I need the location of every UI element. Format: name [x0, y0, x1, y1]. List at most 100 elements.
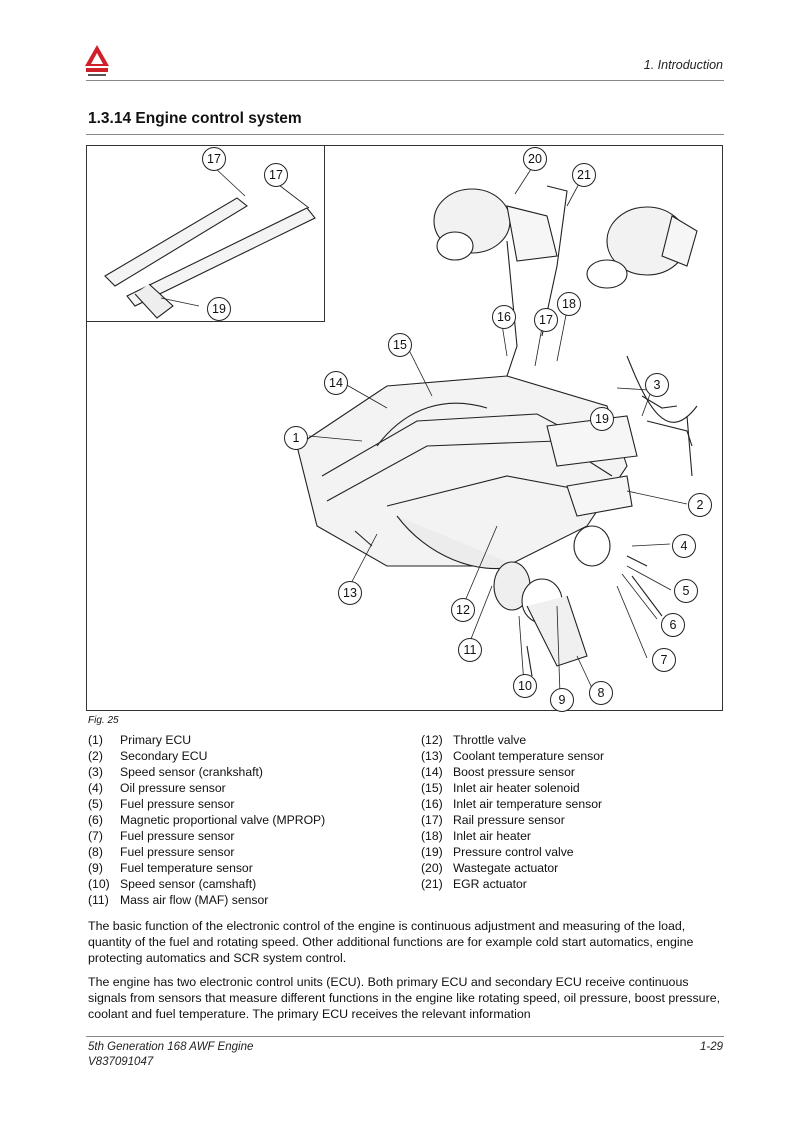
legend-number: (4) [88, 781, 103, 795]
callout-8: 8 [589, 681, 613, 705]
legend-label: Wastegate actuator [453, 861, 559, 875]
legend-label: Primary ECU [120, 733, 192, 747]
fuel-rail-inset [87, 146, 325, 322]
legend-number: (7) [88, 829, 103, 843]
legend-number: (9) [88, 861, 103, 875]
legend-item: (19) Pressure control valve [421, 844, 604, 860]
callout-10: 10 [513, 674, 537, 698]
legend-item: (2) Secondary ECU [88, 748, 325, 764]
legend-number: (6) [88, 813, 103, 827]
legend-label: Secondary ECU [120, 749, 208, 763]
heading-rule [86, 134, 724, 135]
footer-rule [86, 1036, 724, 1037]
callout-3: 3 [645, 373, 669, 397]
callout-20: 20 [523, 147, 547, 171]
legend-item: (3) Speed sensor (crankshaft) [88, 764, 325, 780]
legend-label: Inlet air temperature sensor [453, 797, 603, 811]
legend-item: (1) Primary ECU [88, 732, 325, 748]
legend-number: (5) [88, 797, 103, 811]
legend-label: Throttle valve [453, 733, 527, 747]
legend-label: Speed sensor (crankshaft) [120, 765, 263, 779]
legend-label: Inlet air heater [453, 829, 531, 843]
callout-12: 12 [451, 598, 475, 622]
legend-label: Fuel pressure sensor [120, 845, 235, 859]
legend-item: (18) Inlet air heater [421, 828, 604, 844]
callout-2: 2 [688, 493, 712, 517]
legend-left-column: (1) Primary ECU (2) Secondary ECU (3) Speed s… [88, 732, 325, 908]
legend-item: (15) Inlet air heater solenoid [421, 780, 604, 796]
legend-item: (6) Magnetic proportional valve (MPROP) [88, 812, 325, 828]
legend-number: (8) [88, 845, 103, 859]
legend-right-column: (12) Throttle valve (13) Coolant temperatur… [421, 732, 604, 892]
legend-number: (3) [88, 765, 103, 779]
legend-label: Speed sensor (camshaft) [120, 877, 257, 891]
agco-logo [84, 44, 110, 78]
agco-triangle-icon [85, 45, 109, 76]
legend-label: Rail pressure sensor [453, 813, 565, 827]
legend-label: Mass air flow (MAF) sensor [120, 893, 269, 907]
legend-item: (5) Fuel pressure sensor [88, 796, 325, 812]
legend-number: (10) [88, 877, 110, 891]
callout-17: 17 [202, 147, 226, 171]
header-section-title: 1. Introduction [643, 58, 723, 72]
legend-item: (17) Rail pressure sensor [421, 812, 604, 828]
footer-title: 5th Generation 168 AWF Engine [88, 1041, 254, 1053]
legend-item: (14)Boost pressure sensor [421, 764, 604, 780]
callout-9: 9 [550, 688, 574, 712]
callout-18: 18 [557, 292, 581, 316]
callout-17: 17 [264, 163, 288, 187]
callout-15: 15 [388, 333, 412, 357]
legend-number: (16) [421, 797, 443, 811]
legend-number: (15) [421, 781, 443, 795]
legend-number: (11) [88, 893, 109, 907]
legend-item: (13) Coolant temperature sensor [421, 748, 604, 764]
footer-left: 5th Generation 168 AWF Engine V837091047 [88, 1040, 253, 1070]
paragraph-basic-function: The basic function of the electronic con… [88, 919, 694, 965]
callout-5: 5 [674, 579, 698, 603]
callout-7: 7 [652, 648, 676, 672]
legend-number: (13) [421, 749, 443, 763]
legend-number: (18) [421, 829, 443, 843]
legend-number: (1) [88, 733, 103, 747]
callout-19: 19 [590, 407, 614, 431]
callout-13: 13 [338, 581, 362, 605]
callout-16: 16 [492, 305, 516, 329]
legend-label: Boost pressure sensor [453, 765, 575, 779]
legend-label: EGR actuator [453, 877, 527, 891]
legend-label: Pressure control valve [453, 845, 574, 859]
header-rule [86, 80, 724, 81]
paragraph-ecu: The engine has two electronic control un… [88, 975, 721, 1021]
legend-label: Coolant temperature sensor [453, 749, 605, 763]
callout-14: 14 [324, 371, 348, 395]
legend-item: (11) Mass air flow (MAF) sensor [88, 892, 325, 908]
section-heading: 1.3.14 Engine control system [88, 110, 302, 127]
legend-number: (17) [421, 813, 443, 827]
legend-item: (20)Wastegate actuator [421, 860, 604, 876]
legend-item: (10) Speed sensor (camshaft) [88, 876, 325, 892]
legend-label: Fuel temperature sensor [120, 861, 253, 875]
legend-item: (21) EGR actuator [421, 876, 604, 892]
figure-caption: Fig. 25 [88, 715, 119, 726]
legend-item: (8) Fuel pressure sensor [88, 844, 325, 860]
legend-label: Fuel pressure sensor [120, 797, 235, 811]
legend-label: Magnetic proportional valve (MPROP) [120, 813, 326, 827]
footer-doc-number: V837091047 [88, 1056, 154, 1068]
engine-illustration [104, 165, 698, 695]
callout-21: 21 [572, 163, 596, 187]
footer-page-number: 1-29 [699, 1041, 723, 1053]
callout-1: 1 [284, 426, 308, 450]
callout-11: 11 [458, 638, 482, 662]
legend-item: (16) Inlet air temperature sensor [421, 796, 604, 812]
callout-19: 19 [207, 297, 231, 321]
legend-label: Fuel pressure sensor [120, 829, 235, 843]
legend-item: (7) Fuel pressure sensor [88, 828, 325, 844]
legend-label: Inlet air heater solenoid [453, 781, 580, 795]
legend-number: (21) [421, 877, 443, 891]
callout-17: 17 [534, 308, 558, 332]
legend-label: Oil pressure sensor [120, 781, 226, 795]
legend-number: (2) [88, 749, 103, 763]
legend-number: (12) [421, 733, 443, 747]
legend-number: (19) [421, 845, 443, 859]
